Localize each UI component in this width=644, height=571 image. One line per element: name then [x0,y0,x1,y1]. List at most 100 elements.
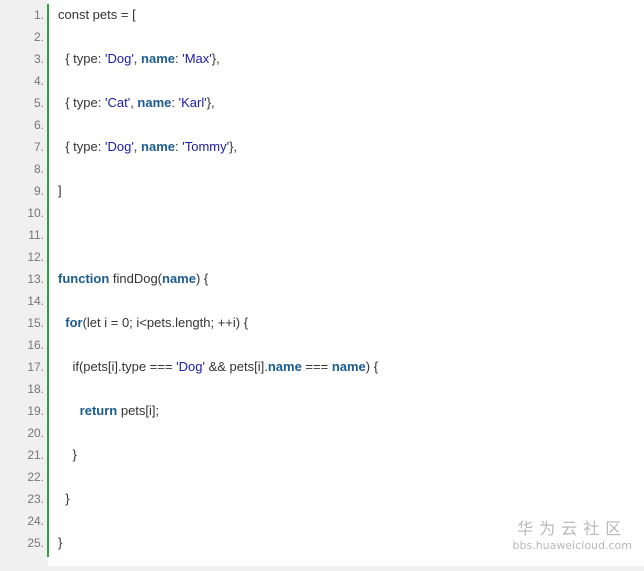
code-token: if(pets[i].type === [58,359,177,374]
code-text: if(pets[i].type === 'Dog' && pets[i].nam… [58,356,378,378]
line-number: 5. [33,96,44,110]
line-number: 25. [27,536,44,550]
code-text: return pets[i]; [58,400,159,422]
code-token: === [301,359,332,374]
code-token: : [175,139,183,154]
code-token: , [130,95,138,110]
line-number: 14. [27,294,44,308]
line-number: 7. [33,140,44,154]
code-line: 13. function findDog(name) { [0,268,644,290]
watermark-logo: 华为云社区 [517,519,628,538]
line-number: 13. [27,272,44,286]
keyword-token: name [141,51,175,66]
code-token: findDog( [109,271,163,286]
code-line: 5. { type: 'Cat', name: 'Karl'}, [0,92,644,114]
keyword-token: name [141,139,175,154]
code-line: 1. const pets = [ [0,4,644,26]
code-line: 6. [0,114,644,136]
keyword-token: function [58,271,110,286]
line-number: 22. [27,470,44,484]
code-text: ] [58,180,62,202]
code-token [58,403,80,418]
code-line: 8. [0,158,644,180]
line-number: 15. [27,316,44,330]
bottom-scroll-strip [0,566,644,571]
code-token: }, [211,51,220,66]
line-number: 1. [33,8,44,22]
code-token: (let i = 0; i<pets.length; ++i) { [82,315,249,330]
code-line: 22. [0,466,644,488]
string-token: 'Max' [182,51,212,66]
code-token: pets[i]; [117,403,160,418]
code-text: for(let i = 0; i<pets.length; ++i) { [58,312,248,334]
string-token: 'Tommy' [182,139,230,154]
keyword-token: for [65,315,83,330]
code-token: , [133,51,142,66]
line-number: 16. [27,338,44,352]
code-line: 10. [0,202,644,224]
line-number: 19. [27,404,44,418]
keyword-token: name [137,95,172,110]
code-token: } [58,447,77,462]
code-token: const pets = [ [58,7,136,22]
code-line: 2. [0,26,644,48]
code-line: 16. [0,334,644,356]
line-number: 8. [33,162,44,176]
code-token: ] [58,183,62,198]
code-text: { type: 'Cat', name: 'Karl'}, [58,92,215,114]
line-number: 20. [27,426,44,440]
code-line: 15. for(let i = 0; i<pets.length; ++i) { [0,312,644,334]
code-line: 14. [0,290,644,312]
code-token: } [58,535,63,550]
line-number: 10. [27,206,44,220]
code-line: 4. [0,70,644,92]
string-token: 'Dog' [104,139,134,154]
keyword-token: name [331,359,366,374]
line-number: 21. [27,448,44,462]
string-token: 'Dog' [104,51,134,66]
code-token: { type: [58,51,105,66]
code-block: 1. const pets = [ 2. 3. { type: 'Dog', name… [0,4,644,554]
keyword-token: name [267,359,302,374]
code-token: , [133,139,142,154]
code-text: const pets = [ [58,4,136,26]
gutter-accent-bar [47,4,49,557]
code-text: } [58,444,77,466]
line-number: 4. [33,74,44,88]
code-token: : [171,95,179,110]
code-token: && pets[i]. [204,359,268,374]
code-line: 21. } [0,444,644,466]
code-line: 3. { type: 'Dog', name: 'Max'}, [0,48,644,70]
code-text: { type: 'Dog', name: 'Max'}, [58,48,220,70]
line-number: 17. [27,360,44,374]
string-token: 'Dog' [176,359,205,374]
code-token: }, [206,95,215,110]
code-line: 11. [0,224,644,246]
code-text: } [58,488,70,510]
string-token: 'Karl' [178,95,207,110]
code-line: 25.} [0,532,644,554]
code-line: 17. if(pets[i].type === 'Dog' && pets[i]… [0,356,644,378]
code-line: 20. [0,422,644,444]
line-number: 18. [27,382,44,396]
code-text: function findDog(name) { [58,268,208,290]
line-number: 23. [27,492,44,506]
code-text: } [58,532,62,554]
line-number: 2. [33,30,44,44]
keyword-token: return [79,403,118,418]
code-token: { type: [58,95,105,110]
keyword-token: name [162,271,196,286]
code-line: 24. [0,510,644,532]
line-number: 12. [27,250,44,264]
code-line: 7. { type: 'Dog', name: 'Tommy'}, [0,136,644,158]
line-number: 11. [28,228,44,242]
watermark: 华为云社区 bbs.huaweicloud.com [513,519,632,553]
line-number-gutter [0,0,48,571]
code-text: { type: 'Dog', name: 'Tommy'}, [58,136,237,158]
string-token: 'Cat' [104,95,131,110]
line-number: 9. [33,184,44,198]
code-line: 19. return pets[i]; [0,400,644,422]
code-token: } [58,491,70,506]
code-token: ) { [365,359,379,374]
